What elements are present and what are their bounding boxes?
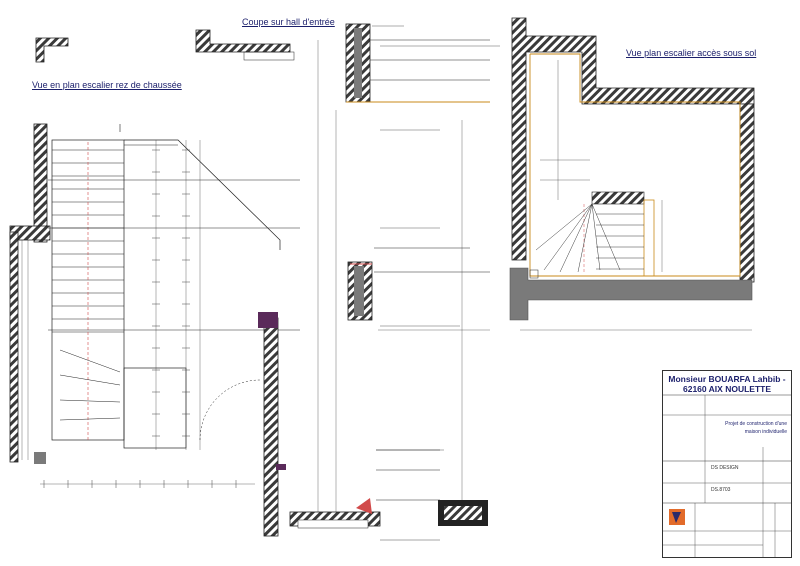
center-section [289,23,490,541]
annotation-leaders [372,25,500,451]
slab-right-bottom [509,267,753,321]
winder-lines [59,349,121,421]
client-name: Monsieur BOUARFA Lahbib - [668,374,786,384]
project-line-2: maison individuelle [744,429,787,435]
dimension-ticks [43,149,237,488]
left-plan [9,29,300,537]
winder-fan [535,203,621,273]
wall-corner-small [35,37,69,63]
title-left-plan: Vue en plan escalier rez de chaussée [32,80,182,90]
drawing-ref: DS.8703 [711,487,731,493]
door-swing [199,379,261,441]
stair-landing [124,139,281,250]
wall-left-plan-right [263,317,279,537]
right-dimension-lines [520,60,752,331]
title-block: Monsieur BOUARFA Lahbib - 62160 AIX NOUL… [662,370,792,558]
wall-left-vertical [33,123,48,243]
title-block-grid [663,394,791,557]
wall-post [34,452,46,464]
right-plan [509,17,755,331]
wall-top-center [195,29,291,53]
section-dimension-lines [317,40,490,520]
dimension-lines-left [21,140,255,485]
wall-right-side [739,103,755,283]
wall-left-plan-right-cap [258,312,278,328]
stair-block [591,191,645,205]
project-line-1: Projet de construction d'une [725,421,787,427]
client-city: 62160 AIX NOULETTE [682,384,772,394]
title-right-plan: Vue plan escalier accès sous sol [626,48,757,58]
wall-left-bottom [9,231,19,463]
firm-name: DS DESIGN [711,465,739,471]
stair-treads-lower [596,213,644,270]
title-center-section: Coupe sur hall d'entrée [242,17,335,27]
room-outline [529,53,741,277]
